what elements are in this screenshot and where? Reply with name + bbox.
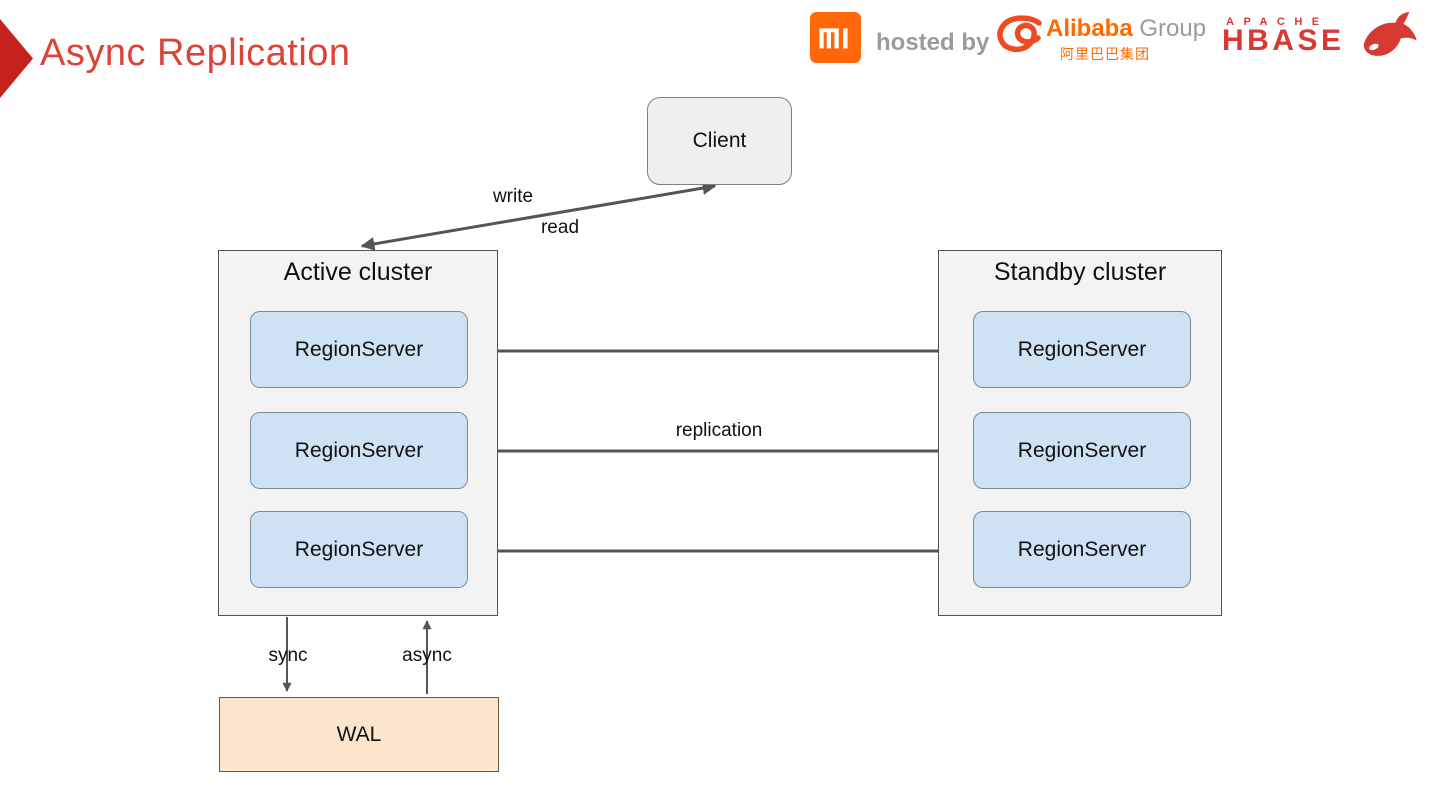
standby-region-server-2: RegionServer bbox=[973, 412, 1191, 489]
client-node: Client bbox=[647, 97, 792, 185]
wal-node: WAL bbox=[219, 697, 499, 772]
hbase-label: HBASE bbox=[1222, 24, 1345, 57]
alibaba-wordmark: Alibaba Group 阿里巴巴集团 bbox=[1046, 17, 1206, 64]
active-region-server-1: RegionServer bbox=[250, 311, 468, 388]
region-server-label: RegionServer bbox=[1017, 537, 1147, 561]
active-region-server-2: RegionServer bbox=[250, 412, 468, 489]
region-server-label: RegionServer bbox=[1017, 337, 1147, 361]
xiaomi-mi-icon bbox=[810, 12, 861, 63]
wal-label: WAL bbox=[336, 722, 382, 746]
alibaba-chinese-label: 阿里巴巴集团 bbox=[1060, 46, 1150, 62]
sync-label: sync bbox=[268, 645, 308, 666]
region-server-label: RegionServer bbox=[1017, 438, 1147, 462]
standby-region-server-1: RegionServer bbox=[973, 311, 1191, 388]
write-label: write bbox=[492, 186, 534, 207]
standby-region-server-3: RegionServer bbox=[973, 511, 1191, 588]
active-region-server-3: RegionServer bbox=[250, 511, 468, 588]
active-cluster-title: Active cluster bbox=[283, 258, 433, 286]
apache-label: APACHE bbox=[1226, 16, 1329, 28]
alibaba-label: Alibaba bbox=[1046, 15, 1133, 42]
orca-icon bbox=[1363, 11, 1417, 56]
hosted-by-label: hosted by bbox=[876, 29, 990, 56]
client-label: Client bbox=[692, 129, 747, 152]
region-server-label: RegionServer bbox=[294, 537, 424, 561]
active-cluster: Active cluster RegionServer RegionServer… bbox=[218, 250, 498, 616]
apache-hbase-wordmark: APACHE HBASE bbox=[1222, 16, 1345, 57]
title-chevron-decoration bbox=[0, 19, 33, 98]
read-label: read bbox=[540, 217, 580, 238]
page-title: Async Replication bbox=[40, 32, 351, 74]
region-server-label: RegionServer bbox=[294, 337, 424, 361]
region-server-label: RegionServer bbox=[294, 438, 424, 462]
write-read-arrow bbox=[360, 181, 717, 251]
standby-cluster-title: Standby cluster bbox=[993, 258, 1167, 286]
replication-label: replication bbox=[675, 420, 763, 441]
async-label: async bbox=[402, 645, 452, 666]
alibaba-group-label: Group bbox=[1139, 15, 1207, 42]
standby-cluster: Standby cluster RegionServer RegionServe… bbox=[938, 250, 1222, 616]
alibaba-smile-icon bbox=[997, 15, 1042, 53]
